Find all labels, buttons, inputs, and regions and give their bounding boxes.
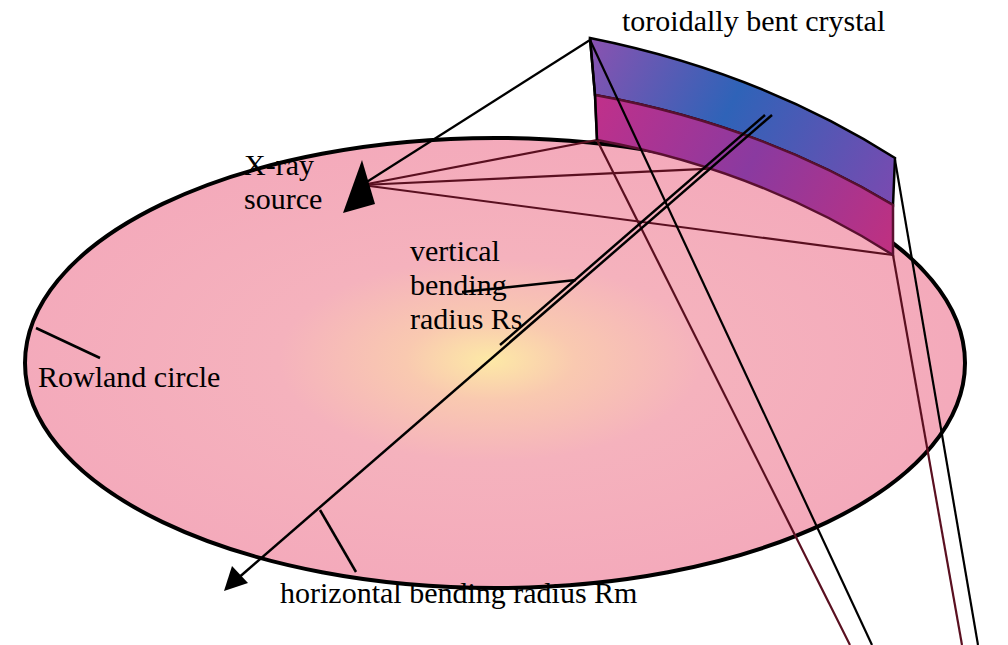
dimension-label: horizontal bending radius Rm <box>280 576 680 610</box>
part-label: Rowland circle <box>38 360 258 394</box>
horizontal-radius-line <box>236 115 772 580</box>
dimension-label: vertical bending radius Rs <box>410 234 585 336</box>
part-label: toroidally bent crystal <box>622 4 1002 38</box>
reflected-rays <box>597 140 962 645</box>
arrowhead <box>224 566 248 591</box>
part-label: X-ray source <box>244 148 344 216</box>
reflected-rays <box>590 40 978 645</box>
x-ray-source-symbol <box>343 160 375 213</box>
incoming-ray <box>362 40 590 185</box>
vertical-radius-line <box>500 115 765 345</box>
